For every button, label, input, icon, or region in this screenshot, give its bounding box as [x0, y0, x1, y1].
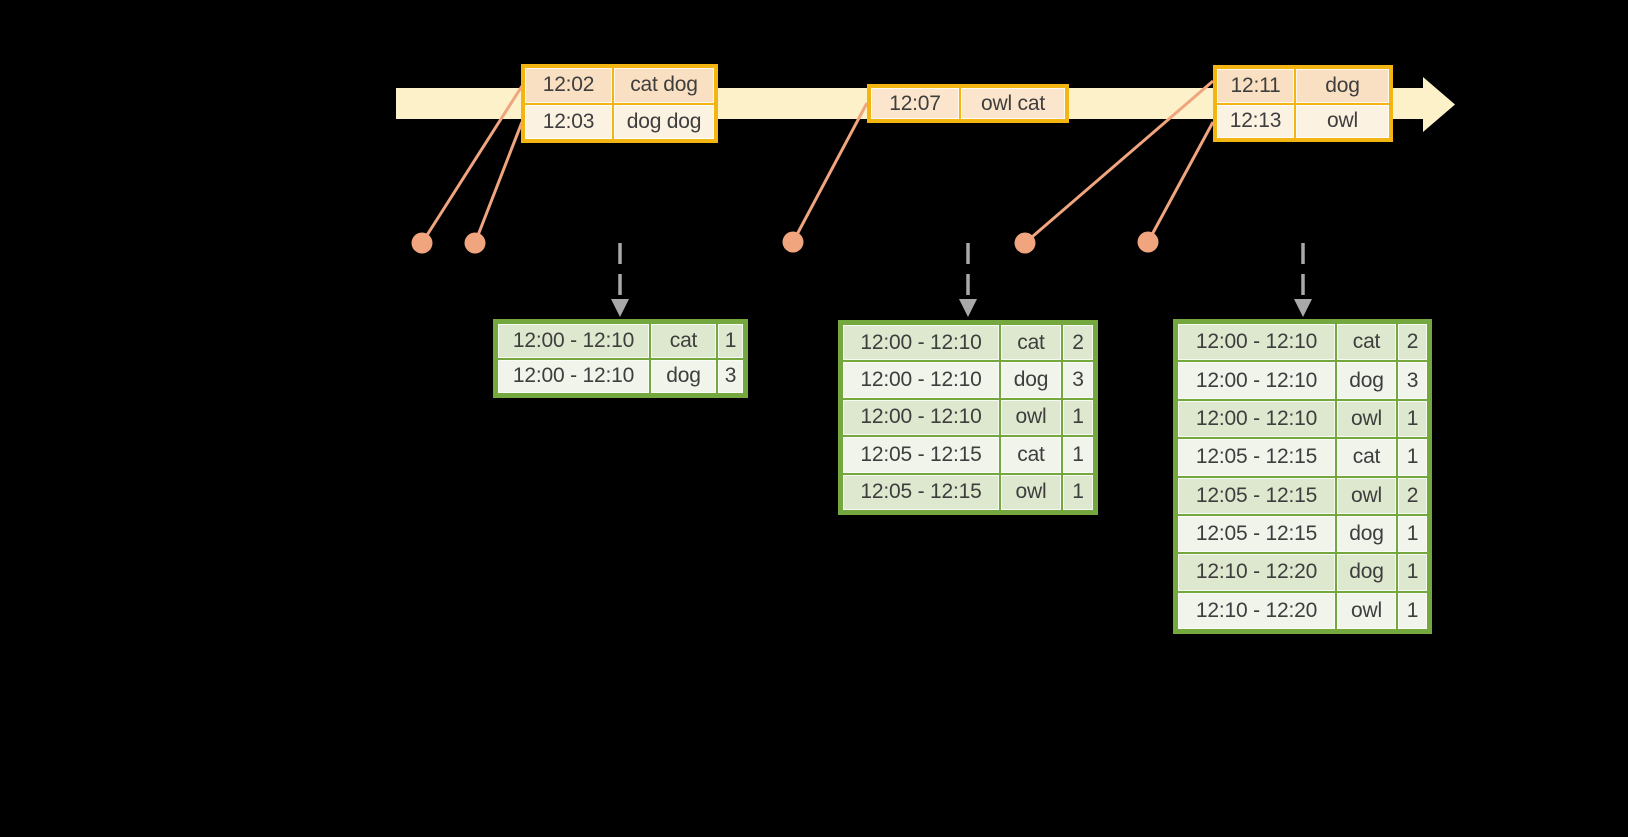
result-word-cell: cat: [1001, 325, 1061, 361]
result-count-cell: 1: [718, 324, 743, 358]
result-window-cell: 12:00 - 12:10: [498, 324, 649, 358]
result-window-cell: 12:00 - 12:10: [1178, 362, 1335, 399]
result-word-cell: dog: [1337, 362, 1396, 399]
result-window-cell: 12:00 - 12:10: [843, 399, 999, 436]
event-time-cell: 12:13: [1217, 104, 1294, 138]
event-words-cell: owl: [1296, 104, 1389, 138]
event-dot: [1014, 232, 1036, 254]
event-words-cell: dog dog: [614, 104, 714, 139]
trigger-arrowhead-icon: [959, 299, 977, 317]
result-word-cell: cat: [651, 324, 716, 358]
result-window-cell: 12:00 - 12:10: [843, 362, 999, 398]
event-dot: [464, 232, 486, 254]
event-words-cell: cat dog: [614, 68, 714, 103]
result-word-cell: owl: [1337, 400, 1396, 438]
result-window-cell: 12:00 - 12:10: [498, 359, 649, 393]
result-window-cell: 12:00 - 12:10: [1178, 400, 1335, 438]
result-count-cell: 1: [1398, 515, 1427, 553]
result-word-cell: dog: [1001, 362, 1061, 398]
result-word-cell: dog: [1337, 554, 1396, 591]
result-window-cell: 12:00 - 12:10: [843, 325, 999, 361]
result-window-cell: 12:05 - 12:15: [843, 437, 999, 473]
result-count-cell: 1: [1063, 437, 1093, 473]
result-count-cell: 3: [1063, 362, 1093, 398]
result-count-cell: 2: [1063, 325, 1093, 361]
result-count-cell: 3: [1398, 362, 1427, 399]
result-count-cell: 1: [1398, 592, 1427, 629]
event-dot: [411, 232, 433, 254]
event-time-cell: 12:03: [525, 104, 612, 139]
event-dot: [782, 231, 804, 253]
trigger-arrowhead-icon: [1294, 299, 1312, 317]
result-word-cell: owl: [1001, 474, 1061, 510]
result-window-cell: 12:05 - 12:15: [1178, 439, 1335, 476]
event-connector-line: [473, 121, 524, 244]
event-time-cell: 12:07: [871, 88, 959, 119]
event-connector-line: [791, 102, 869, 243]
result-window-cell: 12:05 - 12:15: [1178, 477, 1335, 514]
event-dot: [1137, 231, 1159, 253]
result-window-cell: 12:00 - 12:10: [1178, 324, 1335, 361]
result-window-cell: 12:10 - 12:20: [1178, 554, 1335, 591]
result-count-cell: 2: [1398, 324, 1427, 361]
result-count-cell: 2: [1398, 477, 1427, 514]
event-time-cell: 12:11: [1217, 69, 1294, 103]
result-window-cell: 12:05 - 12:15: [1178, 515, 1335, 553]
result-word-cell: owl: [1337, 477, 1396, 514]
event-connector-line: [1146, 121, 1215, 243]
result-count-cell: 1: [1398, 400, 1427, 438]
result-count-cell: 1: [1398, 439, 1427, 476]
result-window-cell: 12:10 - 12:20: [1178, 592, 1335, 629]
trigger-arrowhead-icon: [611, 299, 629, 317]
result-word-cell: cat: [1001, 437, 1061, 473]
event-connector-line: [420, 85, 524, 244]
result-window-cell: 12:05 - 12:15: [843, 474, 999, 510]
result-word-cell: cat: [1337, 324, 1396, 361]
result-word-cell: dog: [651, 359, 716, 393]
result-count-cell: 3: [718, 359, 743, 393]
event-time-cell: 12:02: [525, 68, 612, 103]
event-words-cell: owl cat: [961, 88, 1065, 119]
event-words-cell: dog: [1296, 69, 1389, 103]
result-word-cell: cat: [1337, 439, 1396, 476]
result-count-cell: 1: [1063, 399, 1093, 436]
result-word-cell: owl: [1001, 399, 1061, 436]
result-word-cell: dog: [1337, 515, 1396, 553]
event-connector-line: [1024, 79, 1214, 245]
result-count-cell: 1: [1398, 554, 1427, 591]
result-count-cell: 1: [1063, 474, 1093, 510]
result-word-cell: owl: [1337, 592, 1396, 629]
